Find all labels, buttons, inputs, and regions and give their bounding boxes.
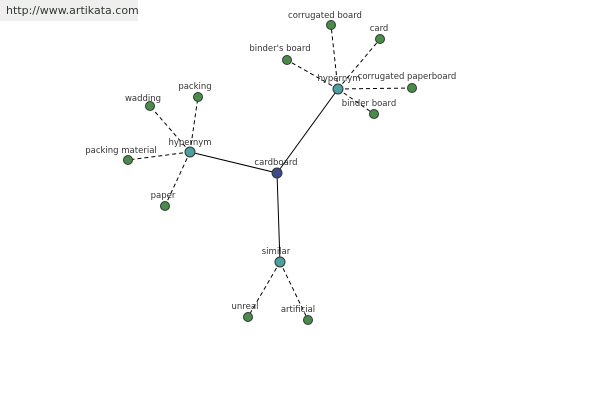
node-binder-board[interactable] [369, 109, 379, 119]
edge-cardboard-sim [276, 172, 281, 263]
node-label-card[interactable]: card [370, 24, 389, 34]
node-label-wadding[interactable]: wadding [125, 94, 161, 104]
node-label-packing[interactable]: packing [178, 82, 211, 92]
graph-nodes [123, 20, 417, 325]
site-banner: http://www.artikata.com [0, 0, 139, 21]
site-url-link[interactable]: http://www.artikata.com [6, 4, 139, 17]
edge-sim-unreal [247, 261, 281, 318]
node-label-artificial[interactable]: artificial [281, 305, 315, 315]
node-unreal[interactable] [243, 312, 253, 322]
node-sim[interactable] [274, 256, 286, 268]
node-label-cardboard[interactable]: cardboard [254, 158, 297, 168]
edge-hyp1-wadding [149, 105, 191, 153]
edge-cardboard-hyp1 [189, 151, 278, 174]
node-paper[interactable] [160, 201, 170, 211]
node-card[interactable] [375, 34, 385, 44]
node-label-binders-board[interactable]: binder's board [249, 44, 310, 54]
edge-hyp2-corrugated-board [330, 24, 339, 90]
edge-hyp1-packing [189, 96, 199, 153]
edge-hyp1-packing-material [127, 151, 191, 161]
edge-hyp2-binders-board [286, 59, 339, 90]
node-label-sim[interactable]: similar [262, 247, 291, 257]
node-artificial[interactable] [303, 315, 313, 325]
graph-edges [127, 24, 413, 321]
edge-hyp2-card [337, 38, 381, 90]
node-hyp1[interactable] [184, 146, 196, 158]
node-packing-material[interactable] [123, 155, 133, 165]
node-label-corrugated-board[interactable]: corrugated board [288, 11, 362, 21]
node-hyp2[interactable] [332, 83, 344, 95]
graph-labels: cardboard hypernym hypernym similar corrugat… [85, 11, 456, 315]
node-corrugated-paperboard[interactable] [407, 83, 417, 93]
edge-hyp1-paper [164, 151, 191, 207]
node-label-corrugated-paperboard[interactable]: corrugated paperboard [358, 72, 457, 82]
node-label-hyp1[interactable]: hypernym [168, 138, 211, 148]
node-label-hyp2[interactable]: hypernym [317, 74, 360, 84]
node-label-packing-material[interactable]: packing material [85, 146, 157, 156]
edge-hyp2-corrugated-paperboard [337, 87, 413, 90]
edge-sim-artificial [279, 261, 309, 321]
node-binders-board[interactable] [282, 55, 292, 65]
node-label-binder-board[interactable]: binder board [342, 99, 397, 109]
node-wadding[interactable] [145, 101, 155, 111]
edge-hyp2-binder-board [337, 88, 375, 115]
node-cardboard[interactable] [271, 167, 283, 179]
node-label-unreal[interactable]: unreal [232, 302, 259, 312]
node-label-paper[interactable]: paper [151, 191, 176, 201]
node-corrugated-board[interactable] [326, 20, 336, 30]
edge-cardboard-hyp2 [276, 88, 339, 174]
node-packing[interactable] [193, 92, 203, 102]
